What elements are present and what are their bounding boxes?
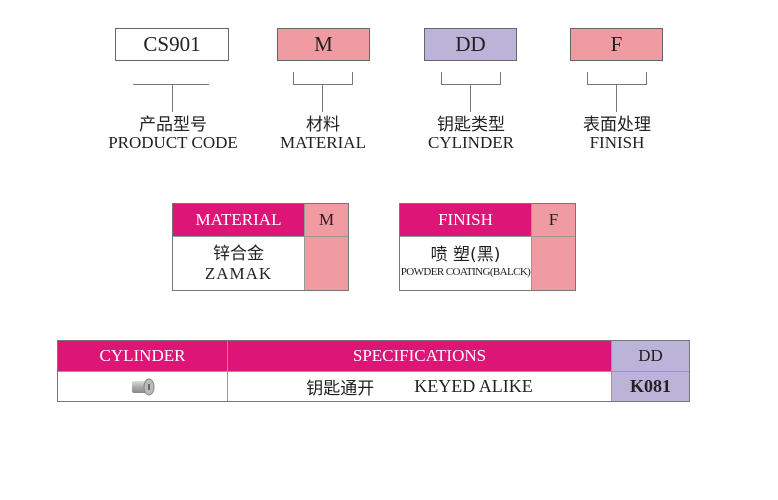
- dd-code: K081: [612, 372, 689, 401]
- cylinder-code-box: DD: [424, 28, 517, 61]
- cylinder-header: CYLINDER: [58, 341, 228, 372]
- specifications-header: SPECIFICATIONS: [228, 341, 612, 372]
- cylinder-image-cell: [58, 372, 228, 401]
- label-en: FINISH: [589, 133, 645, 152]
- dd-header: DD: [612, 341, 689, 372]
- material-header: MATERIAL: [173, 204, 305, 237]
- bracket: [441, 72, 501, 85]
- label-cn: 钥匙类型: [437, 115, 505, 135]
- connector: [172, 84, 173, 112]
- connector: [470, 85, 471, 112]
- connector: [133, 84, 209, 85]
- cylinder-lock-icon: [131, 378, 154, 395]
- finish-value: 喷 塑(黑)POWDER COATING(BALCK): [400, 237, 532, 290]
- material-code-box: M: [277, 28, 370, 61]
- specification-cell: 钥匙通开 KEYED ALIKE: [228, 372, 612, 401]
- label-en: MATERIAL: [280, 133, 366, 152]
- finish-code-box: F: [570, 28, 663, 61]
- label-en: CYLINDER: [428, 133, 514, 152]
- material-cn: 锌合金: [213, 243, 264, 264]
- finish-code-cell: [532, 237, 575, 290]
- bracket: [293, 72, 353, 85]
- product-code-box: CS901: [115, 28, 229, 61]
- connector: [616, 85, 617, 112]
- cylinder-table: CYLINDER SPECIFICATIONS DD 钥匙通开 KEYED ALI…: [57, 340, 690, 402]
- spec-cn: 钥匙通开: [306, 379, 375, 399]
- bracket: [587, 72, 647, 85]
- label-cn: 产品型号: [139, 115, 207, 135]
- material-en: ZAMAK: [204, 263, 273, 283]
- material-code-cell: [305, 237, 348, 290]
- label-cn: 材料: [306, 115, 340, 135]
- label-cn: 表面处理: [583, 115, 651, 135]
- material-code: M: [305, 204, 348, 237]
- finish-en: POWDER COATING(BALCK): [400, 265, 531, 278]
- finish-header: FINISH: [400, 204, 532, 237]
- connector: [322, 85, 323, 112]
- label-en: PRODUCT CODE: [108, 133, 238, 152]
- finish-code: F: [532, 204, 575, 237]
- spec-en: KEYED ALIKE: [414, 376, 533, 396]
- finish-cn: 喷 塑(黑): [430, 244, 501, 265]
- finish-table: FINISH F 喷 塑(黑)POWDER COATING(BALCK): [399, 203, 576, 291]
